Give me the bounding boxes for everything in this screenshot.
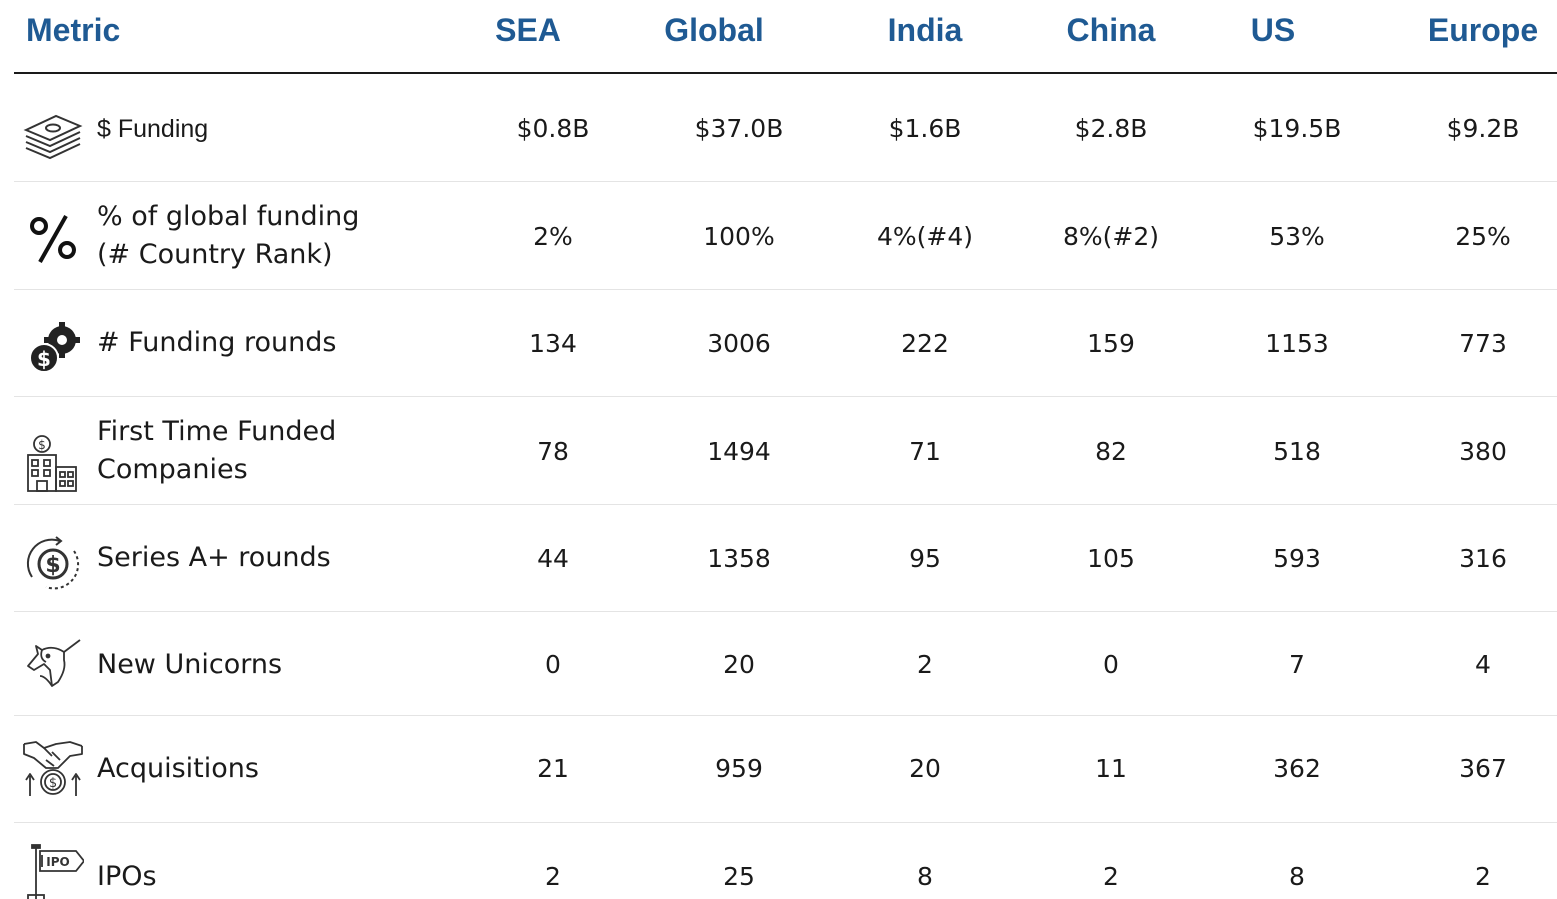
cell-us: 362 bbox=[1273, 754, 1321, 783]
row-label: New Unicorns bbox=[97, 649, 283, 680]
cell-us: 7 bbox=[1289, 650, 1305, 679]
column-header-global: Global bbox=[664, 12, 764, 48]
table-row: $ First Time Funded Companies 78 1494 71… bbox=[14, 397, 1557, 505]
cell-us: 518 bbox=[1273, 437, 1321, 466]
cell-china: $2.8B bbox=[1074, 114, 1148, 143]
table-row: New Unicorns 0 20 2 0 7 4 bbox=[14, 612, 1557, 716]
cell-china: 2 bbox=[1103, 862, 1119, 891]
cell-sea: $0.8B bbox=[516, 114, 590, 143]
cell-global: 959 bbox=[715, 754, 763, 783]
dollar-cycle-icon: $ bbox=[22, 533, 84, 595]
cell-europe: 2 bbox=[1475, 862, 1491, 891]
cell-europe: 773 bbox=[1459, 329, 1507, 358]
cell-europe: 316 bbox=[1459, 544, 1507, 573]
svg-text:$: $ bbox=[49, 776, 57, 791]
cell-global: 1494 bbox=[707, 437, 771, 466]
table-row: % of global funding (# Country Rank) 2% … bbox=[14, 182, 1557, 290]
cell-us: $19.5B bbox=[1252, 114, 1342, 143]
row-label: Acquisitions bbox=[97, 753, 259, 784]
column-header-europe: Europe bbox=[1427, 12, 1539, 48]
row-label: IPOs bbox=[97, 861, 157, 892]
svg-text:IPO: IPO bbox=[46, 855, 69, 869]
cell-global: 3006 bbox=[707, 329, 771, 358]
cell-sea: 2 bbox=[545, 862, 561, 891]
money-gear-icon: $ bbox=[22, 314, 84, 376]
column-header-china: China bbox=[1066, 12, 1156, 48]
row-label: Series A+ rounds bbox=[97, 542, 331, 573]
row-label: $ Funding bbox=[97, 115, 209, 143]
cell-china: 105 bbox=[1087, 544, 1135, 573]
cell-europe: 367 bbox=[1459, 754, 1507, 783]
cell-sea: 0 bbox=[545, 650, 561, 679]
table-row: $ Acquisitions 21 959 20 11 362 367 bbox=[14, 716, 1557, 823]
cell-sea: 78 bbox=[537, 437, 569, 466]
cell-china: 159 bbox=[1087, 329, 1135, 358]
column-header-sea: SEA bbox=[495, 12, 561, 48]
ipo-signpost-icon: IPO bbox=[22, 843, 84, 899]
cell-global: 25 bbox=[723, 862, 755, 891]
table-row: $ Funding $0.8B $37.0B $1.6B $2.8B $19.5… bbox=[14, 74, 1557, 182]
cell-us: 53% bbox=[1269, 222, 1325, 251]
table-row: $ # Funding rounds 134 3006 222 159 1153… bbox=[14, 290, 1557, 397]
cell-india: 2 bbox=[917, 650, 933, 679]
percent-icon bbox=[22, 206, 84, 268]
cell-europe: 25% bbox=[1455, 222, 1511, 251]
cell-europe: $9.2B bbox=[1446, 114, 1520, 143]
cell-china: 0 bbox=[1103, 650, 1119, 679]
table-row: $ Series A+ rounds 44 1358 95 105 593 31… bbox=[14, 505, 1557, 612]
cell-india: 95 bbox=[909, 544, 941, 573]
row-label: # Funding rounds bbox=[97, 327, 337, 358]
column-header-metric: Metric bbox=[26, 12, 121, 48]
cell-global: $37.0B bbox=[694, 114, 784, 143]
table-header: Metric SEA Global India China US Europe bbox=[0, 0, 1557, 60]
cell-india: 4%(#4) bbox=[876, 222, 974, 251]
cell-sea: 2% bbox=[533, 222, 573, 251]
cell-china: 11 bbox=[1095, 754, 1127, 783]
row-label: First Time Funded Companies bbox=[97, 416, 337, 485]
cell-india: 20 bbox=[909, 754, 941, 783]
cell-sea: 21 bbox=[537, 754, 569, 783]
column-header-india: India bbox=[887, 12, 963, 48]
cell-global: 20 bbox=[723, 650, 755, 679]
header-divider bbox=[14, 72, 1557, 74]
unicorn-icon bbox=[22, 636, 84, 698]
cash-stack-icon bbox=[22, 100, 84, 162]
svg-text:$: $ bbox=[45, 553, 60, 578]
cell-us: 1153 bbox=[1265, 329, 1329, 358]
cell-us: 8 bbox=[1289, 862, 1305, 891]
column-header-us: US bbox=[1250, 12, 1296, 48]
cell-us: 593 bbox=[1273, 544, 1321, 573]
handshake-dollar-icon: $ bbox=[22, 738, 84, 800]
row-label: % of global funding (# Country Rank) bbox=[97, 201, 360, 270]
cell-europe: 380 bbox=[1459, 437, 1507, 466]
table-row: IPO IPOs 2 25 8 2 8 2 bbox=[14, 823, 1557, 899]
cell-india: $1.6B bbox=[888, 114, 962, 143]
cell-india: 222 bbox=[901, 329, 949, 358]
cell-china: 8%(#2) bbox=[1062, 222, 1160, 251]
building-dollar-icon: $ bbox=[22, 431, 84, 493]
cell-sea: 134 bbox=[529, 329, 577, 358]
cell-india: 8 bbox=[917, 862, 933, 891]
cell-global: 100% bbox=[703, 222, 775, 251]
cell-india: 71 bbox=[909, 437, 941, 466]
cell-global: 1358 bbox=[707, 544, 771, 573]
cell-china: 82 bbox=[1095, 437, 1127, 466]
svg-text:$: $ bbox=[37, 347, 51, 371]
svg-text:$: $ bbox=[38, 438, 46, 452]
cell-sea: 44 bbox=[537, 544, 569, 573]
cell-europe: 4 bbox=[1475, 650, 1491, 679]
